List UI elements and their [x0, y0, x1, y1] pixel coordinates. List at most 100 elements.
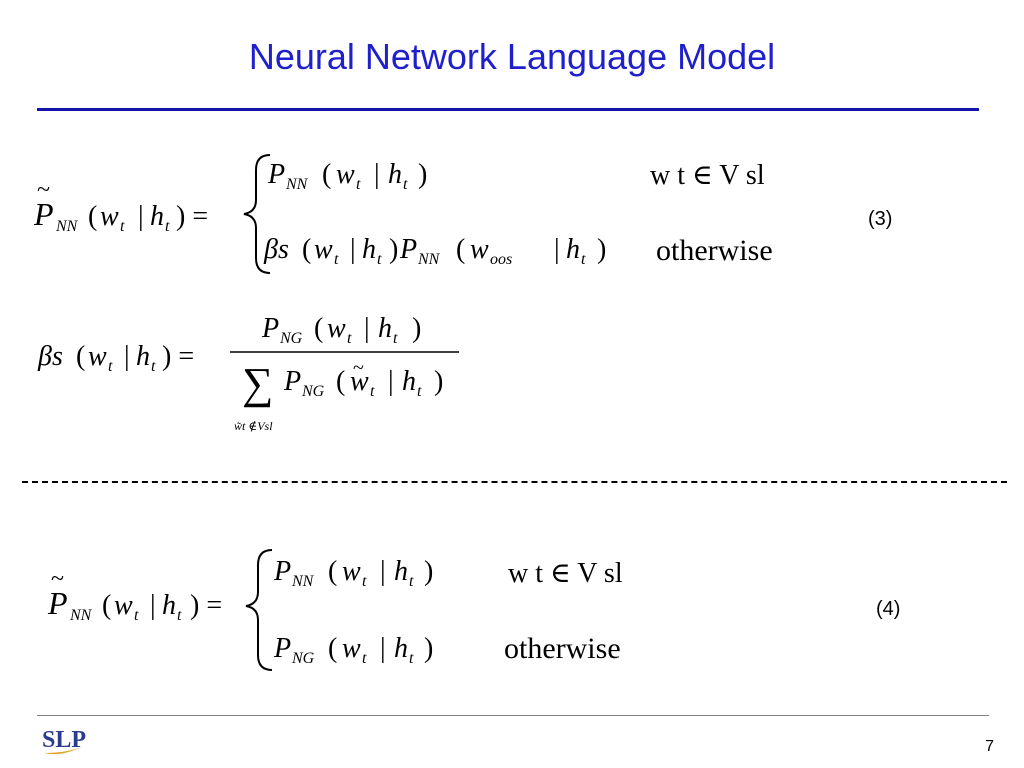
- svg-text:h: h: [566, 234, 580, 265]
- svg-text:NN: NN: [291, 573, 315, 590]
- svg-text:|: |: [380, 633, 386, 664]
- svg-text:NN: NN: [55, 218, 79, 235]
- svg-text:|: |: [150, 590, 156, 621]
- otherwise-label-4: otherwise: [504, 632, 621, 665]
- svg-text:) =: ) =: [162, 341, 194, 372]
- svg-text:w: w: [314, 234, 333, 265]
- svg-text:w: w: [327, 313, 346, 344]
- slp-logo-text: SLP: [42, 727, 86, 753]
- svg-text:t: t: [356, 176, 361, 193]
- page-number: 7: [985, 738, 994, 755]
- svg-text:NN: NN: [69, 607, 93, 624]
- svg-text:|: |: [364, 313, 370, 344]
- svg-text:(: (: [302, 234, 311, 265]
- svg-text:w: w: [350, 366, 369, 397]
- svg-text:): ): [424, 556, 433, 587]
- svg-text:w: w: [88, 341, 107, 372]
- svg-text:): ): [424, 633, 433, 664]
- svg-text:t: t: [151, 358, 156, 375]
- svg-text:P: P: [261, 313, 279, 344]
- svg-text:t: t: [362, 650, 367, 667]
- sum-subscript: w̃t ∉Vsl: [234, 419, 273, 433]
- svg-text:(: (: [102, 590, 111, 621]
- svg-text:P: P: [33, 196, 54, 232]
- svg-text:w: w: [342, 633, 361, 664]
- svg-text:NG: NG: [291, 650, 315, 667]
- svg-text:h: h: [362, 234, 376, 265]
- svg-text:t: t: [362, 573, 367, 590]
- svg-text:t: t: [134, 607, 139, 624]
- svg-text:t: t: [409, 573, 414, 590]
- svg-text:h: h: [394, 633, 408, 664]
- svg-text:t: t: [120, 218, 125, 235]
- svg-text:t: t: [581, 251, 586, 268]
- svg-text:~: ~: [51, 566, 64, 592]
- svg-text:) =: ) =: [176, 201, 208, 232]
- svg-text:w: w: [336, 159, 355, 190]
- svg-text:~: ~: [37, 177, 50, 203]
- svg-text:|: |: [124, 341, 130, 372]
- svg-text:NG: NG: [301, 383, 325, 400]
- title-underline: [37, 108, 979, 111]
- case-condition-4: w t ∈ V sl: [508, 558, 623, 589]
- svg-text:(: (: [314, 313, 323, 344]
- svg-text:): ): [418, 159, 427, 190]
- case-condition-3: w t ∈ V sl: [650, 160, 765, 191]
- svg-text:h: h: [378, 313, 392, 344]
- svg-text:t: t: [403, 176, 408, 193]
- svg-text:(: (: [88, 201, 97, 232]
- svg-text:(: (: [328, 633, 337, 664]
- svg-text:(: (: [456, 234, 465, 265]
- svg-text:P: P: [47, 585, 68, 621]
- svg-text:P: P: [273, 556, 291, 587]
- svg-text:t: t: [347, 330, 352, 347]
- svg-text:|: |: [380, 556, 386, 587]
- svg-text:P: P: [267, 159, 285, 190]
- svg-text:w: w: [342, 556, 361, 587]
- svg-text:h: h: [394, 556, 408, 587]
- svg-text:βs: βs: [37, 341, 63, 372]
- equation-number-3: (3): [868, 208, 893, 230]
- svg-text:): ): [412, 313, 421, 344]
- svg-text:t: t: [409, 650, 414, 667]
- svg-text:NN: NN: [417, 251, 441, 268]
- svg-text:) =: ) =: [190, 590, 222, 621]
- otherwise-label-3: otherwise: [656, 234, 773, 267]
- svg-text:t: t: [108, 358, 113, 375]
- svg-text:t: t: [393, 330, 398, 347]
- svg-text:): ): [389, 234, 398, 265]
- svg-text:|: |: [350, 234, 356, 265]
- svg-text:t: t: [417, 383, 422, 400]
- svg-text:w: w: [470, 234, 489, 265]
- svg-text:∑: ∑: [242, 359, 273, 408]
- svg-text:): ): [597, 234, 606, 265]
- svg-text:h: h: [402, 366, 416, 397]
- svg-text:P: P: [273, 633, 291, 664]
- svg-text:t: t: [377, 251, 382, 268]
- svg-text:|: |: [388, 366, 394, 397]
- svg-text:h: h: [162, 590, 176, 621]
- svg-text:t: t: [370, 383, 375, 400]
- slp-logo-icon: SLP: [42, 727, 86, 755]
- svg-text:): ): [434, 366, 443, 397]
- svg-text:|: |: [554, 234, 560, 265]
- svg-text:|: |: [374, 159, 380, 190]
- svg-text:P: P: [399, 234, 417, 265]
- svg-text:(: (: [76, 341, 85, 372]
- svg-text:w: w: [100, 201, 119, 232]
- svg-text:h: h: [388, 159, 402, 190]
- svg-text:oos: oos: [490, 251, 512, 268]
- svg-text:|: |: [138, 201, 144, 232]
- svg-text:h: h: [150, 201, 164, 232]
- section-divider: [22, 481, 1007, 483]
- svg-text:NN: NN: [285, 176, 309, 193]
- slide-title: Neural Network Language Model: [248, 36, 776, 77]
- svg-text:t: t: [165, 218, 170, 235]
- svg-text:βs: βs: [263, 234, 289, 265]
- svg-text:t: t: [177, 607, 182, 624]
- svg-text:(: (: [322, 159, 331, 190]
- equation-number-4: (4): [876, 598, 901, 620]
- svg-text:NG: NG: [279, 330, 303, 347]
- svg-text:t: t: [334, 251, 339, 268]
